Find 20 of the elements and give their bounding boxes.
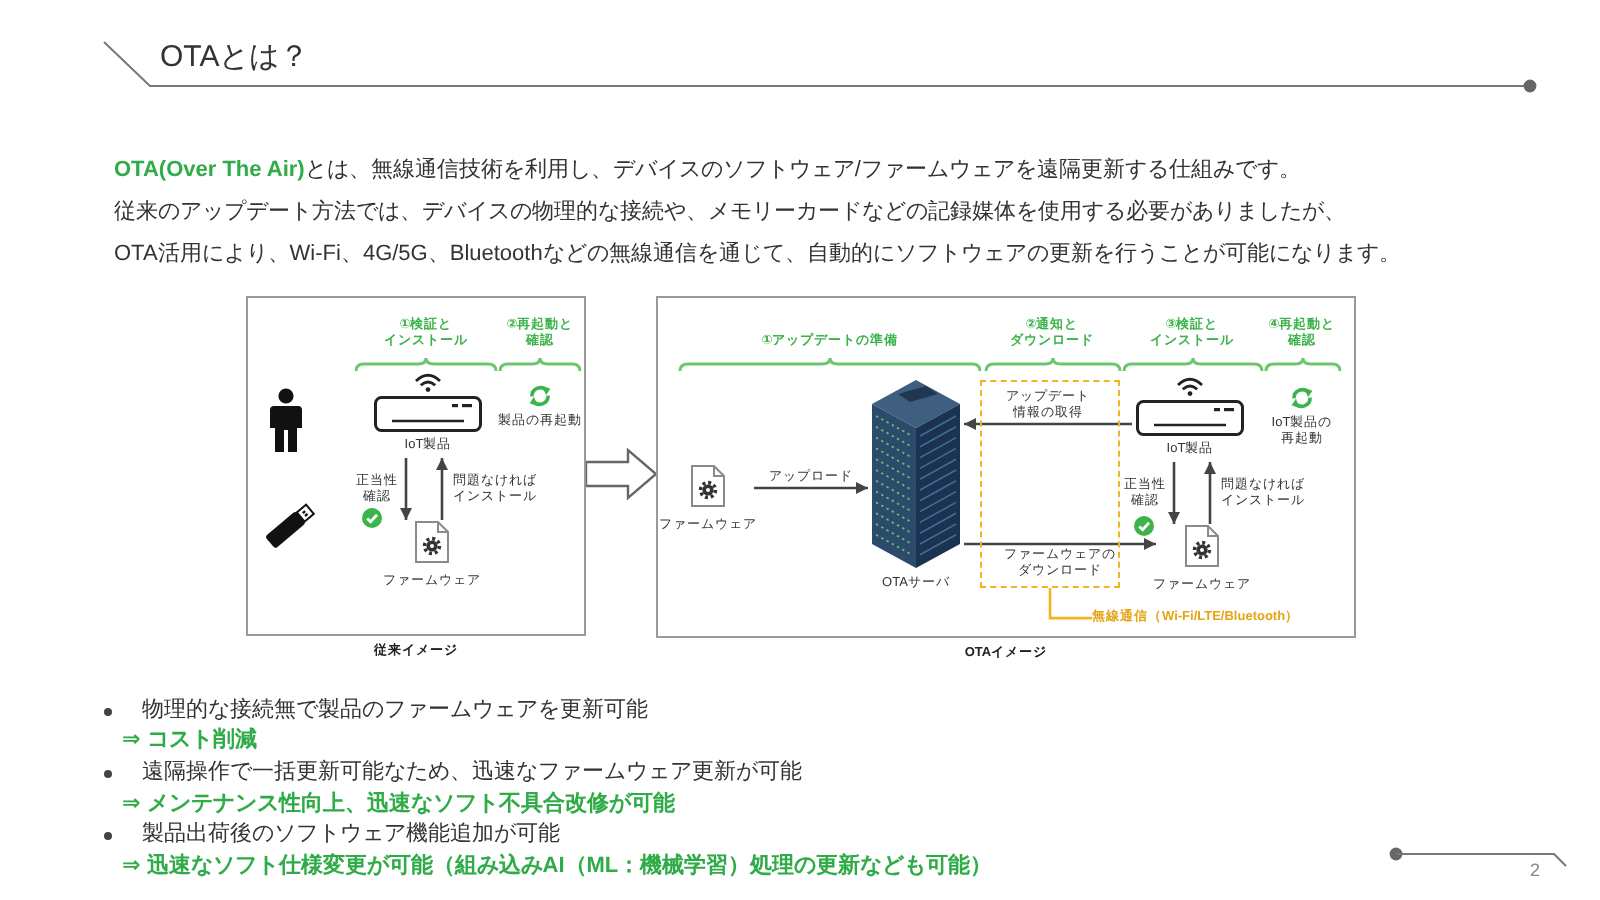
- intro-text: 従来のアップデート方法では、デバイスの物理的な接続や、メモリーカードなどの記録媒体を使用する必要がありましたが、: [114, 200, 1346, 228]
- arrow: [754, 482, 868, 494]
- page-number: 2: [1530, 860, 1541, 883]
- arrow: [1168, 462, 1180, 524]
- slide-title: OTAとは？: [160, 40, 310, 76]
- block-arrow: [584, 447, 658, 501]
- intro-text: OTA活用により、Wi-Fi、4G/5G、Bluetoothなどの無線通信を通じて、自動的にソフトウェアの更新を行うことが可能になります。: [114, 242, 1401, 270]
- bullet-text: 製品出荷後のソフトウェア機能追加が可能: [142, 822, 560, 850]
- arrow: [400, 458, 412, 520]
- bullet-text: 遠隔操作で一括更新可能なため、迅速なファームウェア更新が可能: [142, 760, 802, 788]
- intro-text: OTA(Over The Air)とは、無線通信技術を利用し、デバイスのソフトウェア/ファームウェアを遠隔更新する仕組みです。: [114, 158, 1301, 186]
- benefit-text: ⇒ 迅速なソフト仕様変更が可能（組み込みAI（ML：機械学習）処理の更新なども可能）: [122, 854, 993, 882]
- arrow: [1204, 462, 1216, 524]
- benefit-text: ⇒ メンテナンス性向上、迅速なソフト不具合改修が可能: [122, 792, 675, 820]
- benefit-text: ⇒ コスト削減: [122, 728, 257, 756]
- arrow: [964, 418, 1132, 430]
- arrow: [964, 538, 1156, 550]
- leader-line: [1048, 588, 1092, 620]
- bullet-text: 物理的な接続無で製品のファームウェアを更新可能: [142, 698, 648, 726]
- arrow: [436, 458, 448, 520]
